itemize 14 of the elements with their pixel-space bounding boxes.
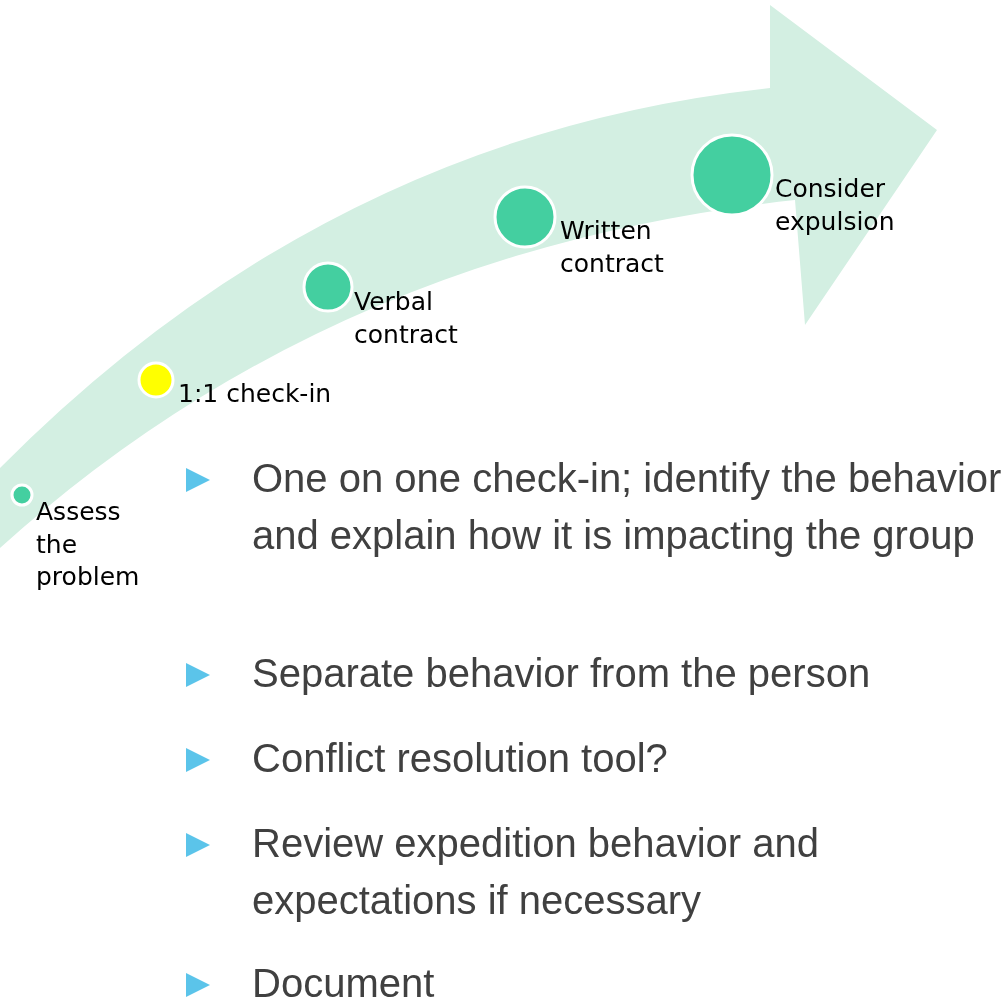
bullet-text: Conflict resolution tool? [252, 735, 669, 782]
step-label: 1:1 check-in [178, 378, 333, 410]
step-circle [136, 360, 176, 400]
step-circle [492, 184, 558, 250]
step-label: Verbal contract [354, 286, 459, 351]
bullet-text: Review expedition behavior and expectations if necessary [252, 820, 821, 924]
bullet-text: Separate behavior from the person [252, 650, 872, 697]
step-label: Written contract [560, 215, 665, 280]
step-label: Assess the problem [36, 496, 141, 593]
step-label: Consider expulsion [775, 173, 896, 238]
bullet-text: One on one check-in; identify the behavior and explain how it is impacting the group [252, 455, 1002, 559]
step-circle [9, 482, 35, 508]
step-circle [301, 260, 355, 314]
bullet-text: Document [252, 960, 436, 1003]
